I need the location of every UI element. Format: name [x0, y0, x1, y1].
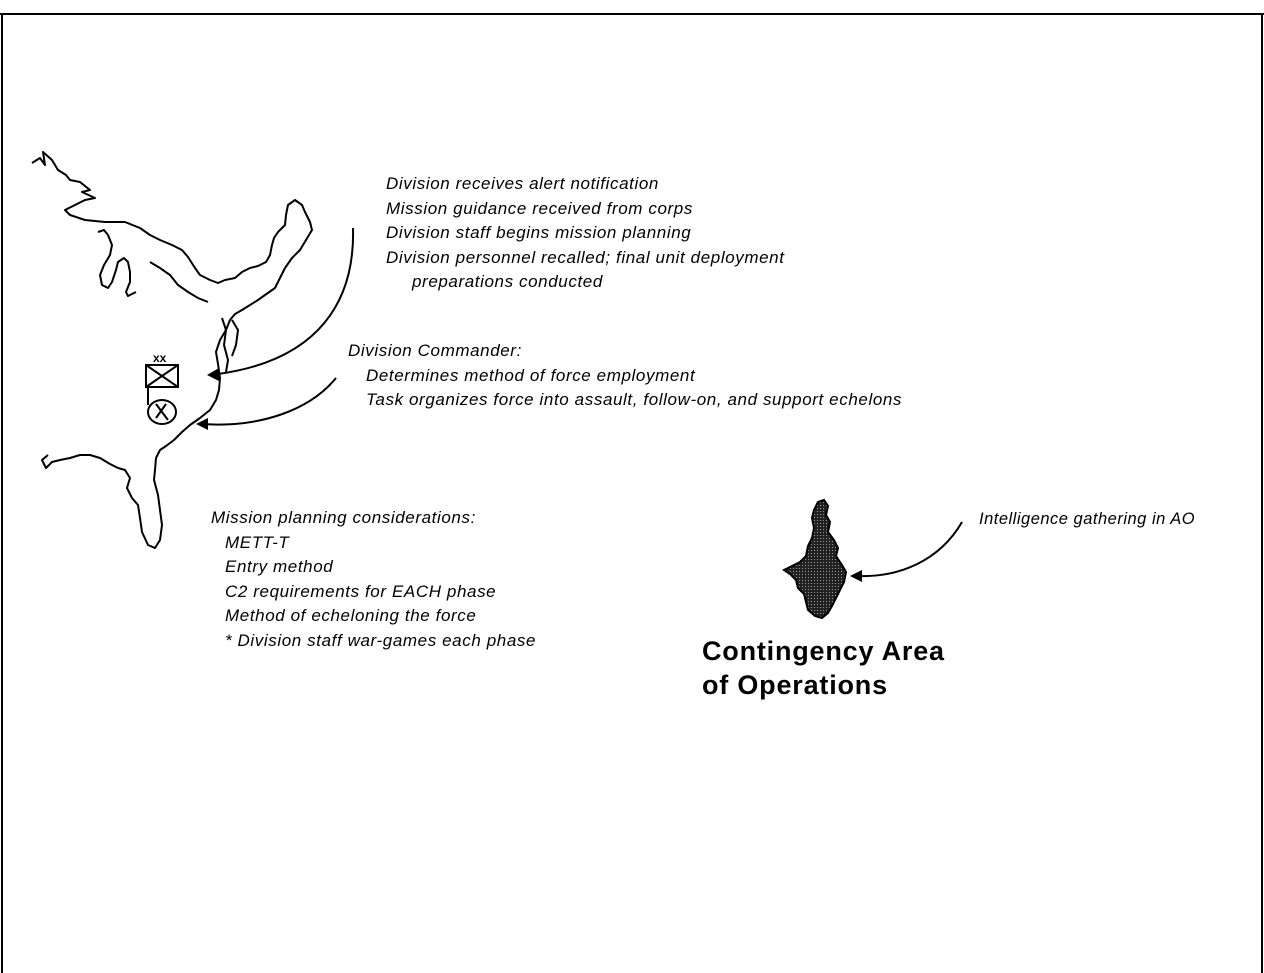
intel-label: Intelligence gathering in AO — [979, 510, 1196, 528]
intel-arrow — [855, 521, 963, 578]
planning-item-5: * Division staff war-games each phase — [225, 630, 537, 650]
area-title: Contingency Area of Operations — [702, 634, 945, 702]
area-title-line-2: of Operations — [702, 670, 888, 700]
great-lakes-outline — [97, 229, 137, 297]
planning-item-1: METT-T — [225, 532, 290, 552]
alert-line-4: Division personnel recalled; final unit … — [386, 247, 785, 267]
alert-line-1: Division receives alert notification — [386, 174, 659, 193]
alert-line-5: preparations conducted — [412, 272, 603, 291]
commander-text-block: Division Commander: Determines method of… — [348, 339, 902, 413]
commander-arrow — [201, 377, 337, 426]
alert-arrow — [217, 227, 355, 375]
arrowheads — [196, 368, 862, 582]
lake-shore-outline — [149, 261, 209, 303]
infantry-box — [145, 364, 179, 388]
commander-item-2: Task organizes force into assault, follo… — [366, 390, 903, 409]
alert-line-3: Division staff begins mission planning — [386, 223, 692, 242]
planning-item-2: Entry method — [225, 557, 334, 576]
alert-text-block: Division receives alert notification Mis… — [386, 172, 785, 295]
commander-arrowhead — [196, 418, 208, 430]
intel-arrowhead — [850, 570, 862, 582]
planning-text-block: Mission planning considerations: METT-T … — [211, 506, 536, 653]
division-unit-symbol — [145, 364, 179, 425]
area-title-line-1: Contingency Area — [702, 636, 945, 666]
alert-arrowhead — [207, 368, 219, 381]
commander-heading: Division Commander: — [348, 341, 522, 360]
delmarva-outline — [231, 319, 240, 357]
planning-heading: Mission planning considerations: — [211, 508, 476, 527]
arrows — [201, 227, 963, 578]
contingency-area-shape — [782, 498, 848, 620]
airborne-circle — [147, 399, 177, 425]
planning-item-3: C2 requirements for EACH phase — [225, 581, 497, 601]
planning-item-4: Method of echeloning the force — [225, 606, 477, 625]
chesapeake-outline — [221, 317, 230, 373]
us-east-coast-map — [31, 151, 313, 549]
echelon-label: xx — [153, 351, 167, 365]
page-border — [0, 13, 1264, 973]
commander-item-1: Determines method of force employment — [366, 365, 696, 385]
alert-line-2: Mission guidance received from corps — [386, 198, 693, 218]
